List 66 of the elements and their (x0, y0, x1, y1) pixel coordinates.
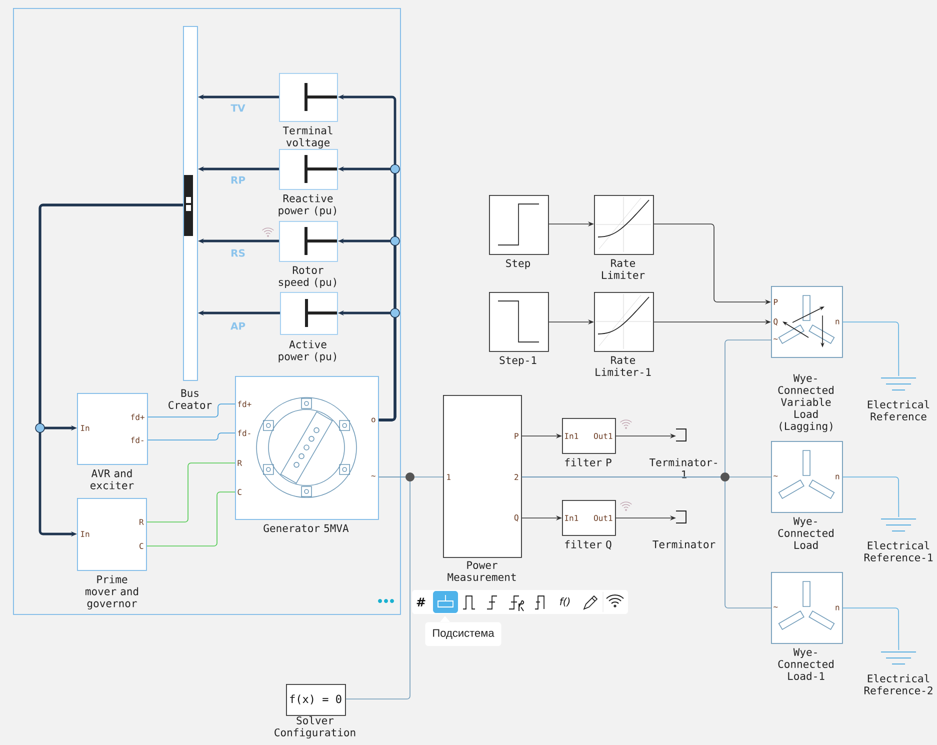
block-label: Solver Configuration (274, 716, 356, 738)
port-label: P (774, 299, 778, 305)
block-label: Active power (pu) (278, 340, 336, 362)
port-label: ~ (774, 476, 778, 477)
block-label: filter P (565, 458, 612, 466)
block-label: Terminal voltage (282, 126, 332, 148)
block-label: Bus Creator (168, 389, 212, 409)
port-label: C (238, 488, 242, 496)
block-label: Wye-Connected Load-1 (778, 648, 834, 680)
connector (148, 432, 236, 440)
connector (842, 476, 900, 518)
port-label: In (80, 425, 90, 431)
port-label: Out1 (594, 432, 612, 440)
block-label: Wye-Connected Load (778, 517, 834, 549)
connector (842, 608, 900, 650)
block-label: Generator 5MVA (264, 524, 349, 532)
port-label: C (140, 542, 144, 550)
connector (842, 322, 900, 376)
block-label: Prime mover and governor (86, 575, 138, 610)
block-label: Electrical Reference-1 (864, 541, 933, 562)
port-label: n (836, 606, 840, 610)
port-label: fd+ (131, 414, 144, 420)
toolbar-icon: # (416, 598, 426, 606)
connector (148, 404, 236, 418)
connector (522, 476, 772, 608)
solver-text: f(x) = 0 (290, 694, 342, 704)
connector (146, 462, 236, 522)
port-label: In (80, 531, 90, 537)
port-label: Q (774, 318, 778, 326)
port-label: fd- (238, 430, 250, 436)
block-label: Power Measurement (448, 561, 516, 581)
port-label: In1 (565, 433, 578, 439)
port-label: R (140, 519, 144, 525)
port-label: ~ (774, 338, 778, 340)
block-label: Step (506, 259, 530, 270)
port-label: n (836, 474, 840, 480)
port-label: P (514, 433, 518, 439)
block-label: Electrical Reference (868, 400, 930, 420)
port-label: ~ (774, 606, 778, 608)
block-label: Reactive power (pu) (278, 194, 336, 216)
port-label: ~ (371, 476, 376, 477)
port-label: n (836, 320, 840, 324)
port-label: fd- (131, 436, 144, 444)
port-label: fd+ (238, 400, 252, 408)
port-label: In1 (565, 515, 578, 521)
port-label: R (238, 460, 242, 466)
port-label: Q (514, 514, 518, 522)
subsystem-frame (13, 8, 401, 615)
port-label: 2 (514, 474, 518, 480)
block-label: filter Q (565, 540, 612, 550)
block-label: Rate Limiter-1 (596, 356, 651, 376)
block-label: AVR and exciter (90, 469, 134, 490)
block-label: Rotor speed (pu) (278, 266, 336, 288)
tooltip: Подсистема (425, 616, 502, 646)
function-icon: f() (560, 598, 570, 606)
port-label: o (372, 418, 376, 422)
connector (346, 476, 410, 700)
port-label: 1 (447, 474, 450, 480)
block-label: Electrical Reference-2 (864, 674, 932, 694)
block-label: Step-1 (500, 356, 536, 366)
block-label: Rate Limiter (602, 259, 645, 279)
block-label: Wye-Connected Variable Load (Lagging) (778, 374, 834, 432)
edge-label: RS (230, 248, 246, 258)
block-label: Terminator (652, 540, 716, 548)
port-label: Out1 (594, 514, 612, 522)
connector (146, 492, 236, 546)
